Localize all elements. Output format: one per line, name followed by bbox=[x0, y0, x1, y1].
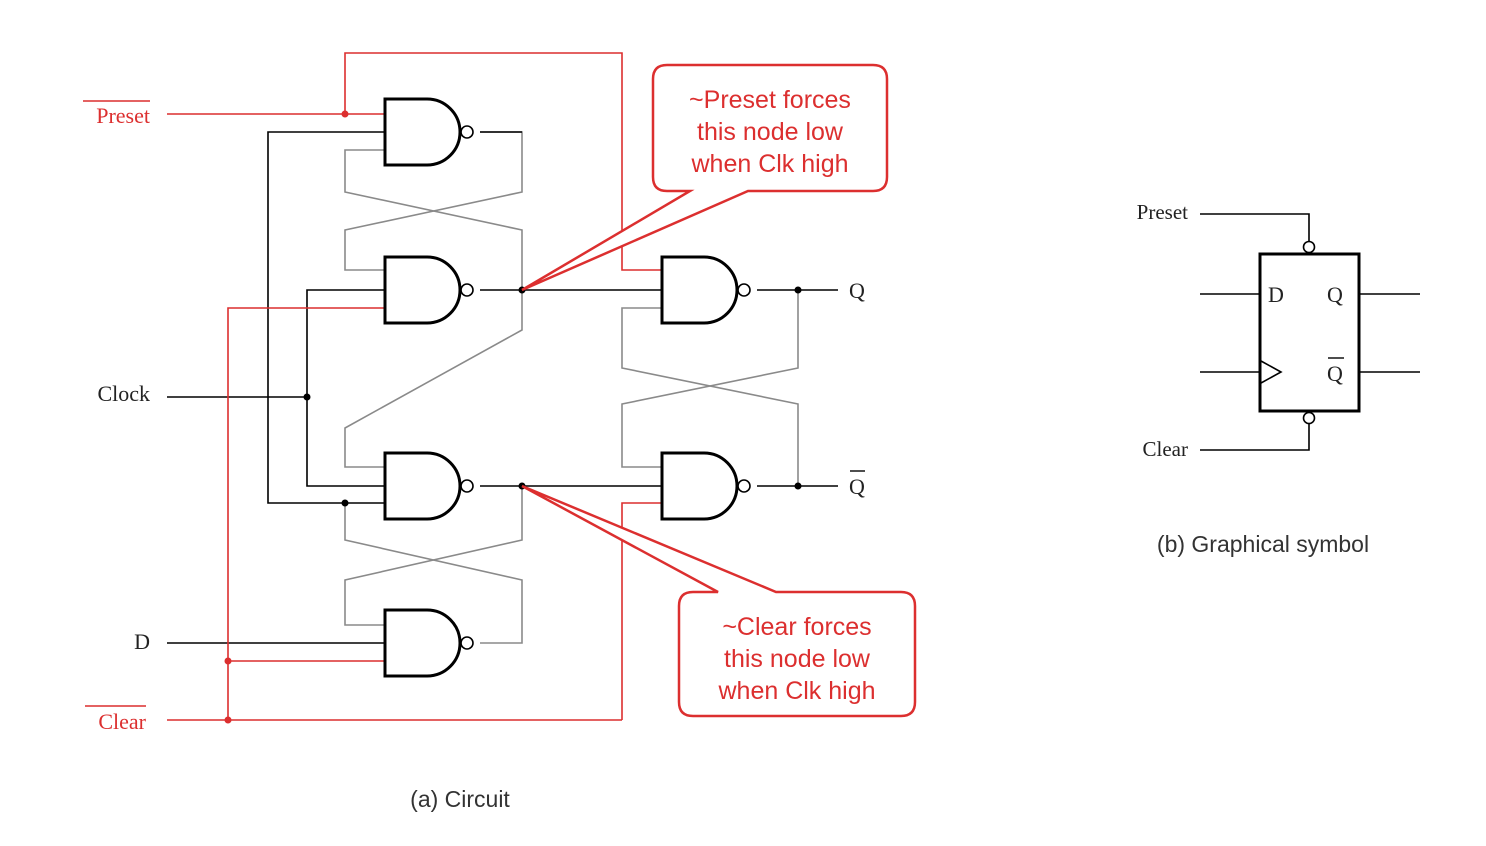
clear-callout-line-1: ~Clear forces bbox=[722, 613, 871, 641]
preset-input-label: Preset bbox=[96, 103, 150, 128]
symbol-caption: (b) Graphical symbol bbox=[1157, 531, 1369, 557]
preset-callout-line-3: when Clk high bbox=[690, 150, 848, 178]
feedback-wires bbox=[344, 131, 799, 644]
symbol-preset-label: Preset bbox=[1137, 200, 1188, 224]
clock-triangle bbox=[1260, 360, 1283, 384]
clear-callout: ~Clear forces this node low when Clk hig… bbox=[521, 484, 917, 718]
wires bbox=[167, 131, 838, 644]
q-output-label: Q bbox=[849, 278, 865, 303]
preset-clear-wires bbox=[167, 52, 662, 721]
symbol-box bbox=[1258, 252, 1361, 413]
nand-gate-1 bbox=[383, 97, 474, 167]
nand-gate-6 bbox=[660, 451, 751, 521]
symbol-q-label: Q bbox=[1327, 282, 1343, 307]
nand-gate-3 bbox=[383, 451, 474, 521]
graphical-symbol: Preset Clear D Q Q (b) Graphical symbol bbox=[1137, 200, 1420, 557]
preset-callout-line-2: this node low bbox=[697, 118, 844, 146]
clear-input-label: Clear bbox=[98, 709, 146, 734]
symbol-clear-label: Clear bbox=[1143, 437, 1188, 461]
nand-gate-2 bbox=[383, 255, 474, 325]
symbol-qbar-label: Q bbox=[1327, 361, 1343, 386]
clock-input-label: Clock bbox=[97, 381, 150, 406]
symbol-d-label: D bbox=[1268, 282, 1284, 307]
clear-callout-line-2: this node low bbox=[724, 645, 871, 673]
clear-callout-line-3: when Clk high bbox=[717, 677, 875, 705]
circuit-caption: (a) Circuit bbox=[410, 786, 510, 812]
nand-gate-5 bbox=[660, 255, 751, 325]
d-input-label: D bbox=[134, 629, 150, 654]
preset-callout: ~Preset forces this node low when Clk hi… bbox=[521, 63, 889, 292]
qbar-output-label: Q bbox=[849, 474, 865, 499]
nand-gate-4 bbox=[383, 608, 474, 678]
circuit: Preset Clock D Clear Q Q ~Preset forces … bbox=[83, 52, 917, 812]
preset-callout-line-1: ~Preset forces bbox=[689, 86, 851, 114]
